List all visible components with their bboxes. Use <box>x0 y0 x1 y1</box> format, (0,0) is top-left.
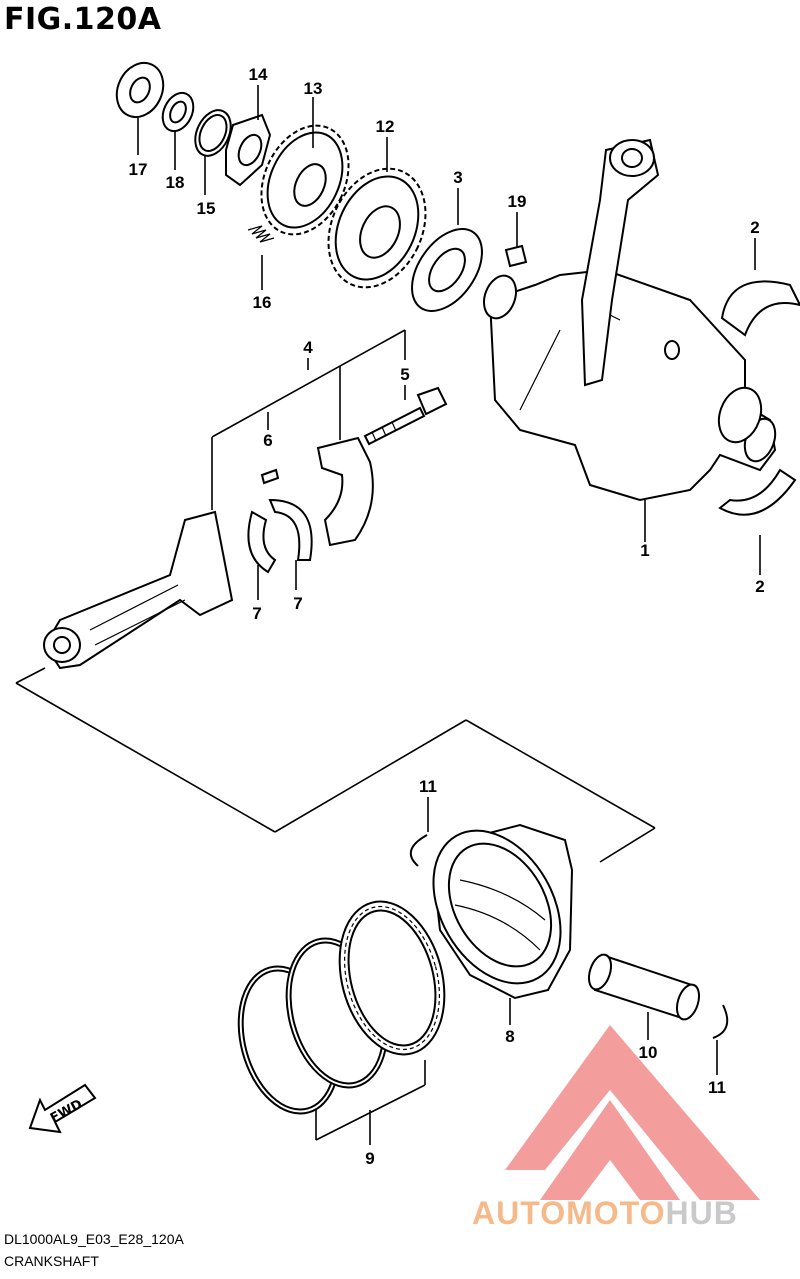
figure-code: DL1000AL9_E03_E28_120A <box>4 1231 184 1247</box>
callout-9: 9 <box>365 1149 374 1168</box>
figure-title: FIG.120A <box>4 2 162 37</box>
main-bearing-lower-part <box>718 468 797 516</box>
callout-16: 16 <box>253 293 272 312</box>
primary-drive-gear-part <box>327 167 427 289</box>
callout-17: 17 <box>129 160 148 179</box>
connecting-rod-part <box>43 510 234 670</box>
callout-8: 8 <box>505 1027 514 1046</box>
washer-part <box>161 91 195 133</box>
watermark-text: AUTOMOTOHUB <box>472 1195 738 1232</box>
conrod-bearing-a-part <box>247 510 277 574</box>
conrod-bolt-part <box>363 386 448 446</box>
conrod-cap-part <box>316 436 374 547</box>
callout-11-upper: 11 <box>419 777 437 796</box>
callout-11-lower: 11 <box>708 1078 726 1097</box>
callout-19: 19 <box>508 192 527 211</box>
callout-13: 13 <box>304 79 323 98</box>
callout-2-upper: 2 <box>750 218 759 237</box>
callout-7-left: 7 <box>252 604 261 623</box>
callout-1: 1 <box>640 541 649 560</box>
callout-18: 18 <box>166 173 185 192</box>
main-bearing-upper-part <box>720 280 800 337</box>
piston-pin-clip-lower-part <box>712 1004 729 1039</box>
watermark-text-part1: AUTOMOTO <box>472 1195 666 1231</box>
callout-10: 10 <box>639 1043 658 1062</box>
callout-leaders <box>137 85 761 1075</box>
watermark-text-part2: HUB <box>665 1195 738 1231</box>
scissor-gear-part <box>260 124 350 236</box>
conrod-bearing-b-part <box>268 498 313 561</box>
piston-pin-part <box>587 953 701 1021</box>
callout-14: 14 <box>249 65 268 84</box>
callout-labels: 17 18 15 14 13 12 3 19 16 2 1 2 4 5 6 7 … <box>129 65 765 1168</box>
callout-15: 15 <box>197 199 216 218</box>
assembly-leader-lines <box>15 667 656 863</box>
callout-3: 3 <box>453 168 462 187</box>
callout-2-lower: 2 <box>755 577 764 596</box>
triangle-logo-icon <box>505 1025 760 1200</box>
crankshaft-part <box>483 138 777 502</box>
key-part <box>504 244 528 268</box>
piston-part <box>432 823 574 1000</box>
fwd-arrow-icon: FWD <box>28 1083 97 1134</box>
thrust-washer-part <box>411 228 483 312</box>
group-bracket-4 <box>211 329 406 510</box>
piston-pin-clip-upper-part <box>409 834 428 867</box>
figure-name: CRANKSHAFT <box>4 1253 99 1269</box>
callout-5: 5 <box>400 365 409 384</box>
nut-part <box>115 61 165 119</box>
group-bracket-9 <box>315 1060 426 1145</box>
dowel-pin-part <box>260 468 280 485</box>
spring-part <box>247 225 275 243</box>
callout-6: 6 <box>263 431 272 450</box>
callout-12: 12 <box>376 117 395 136</box>
callout-4: 4 <box>303 338 313 357</box>
piston-ring-set-part <box>237 900 446 1115</box>
lock-plate-part <box>225 113 272 187</box>
callout-7-right: 7 <box>293 594 302 613</box>
circlip-part <box>194 109 232 157</box>
